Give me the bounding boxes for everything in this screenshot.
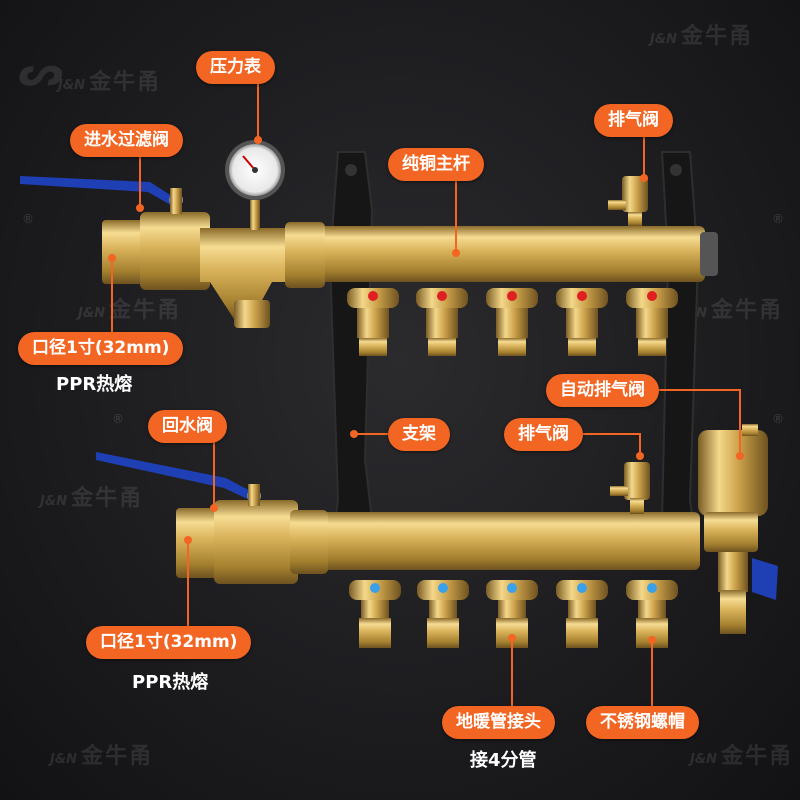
registered-mark: ® xyxy=(112,412,124,426)
handle-icon xyxy=(20,176,178,208)
top-outlets xyxy=(347,288,678,356)
registered-mark: ® xyxy=(772,212,784,226)
top-exhaust-valve xyxy=(608,176,648,226)
registered-mark: ® xyxy=(772,412,784,426)
label-pressure-gauge: 压力表 xyxy=(196,51,275,84)
label-bracket: 支架 xyxy=(388,418,450,451)
leader-dots xyxy=(108,136,744,644)
inlet-filter-valve xyxy=(20,140,325,328)
note-ppr-top: PPR热熔 xyxy=(56,374,133,395)
watermark-logo-icon: ᔕ xyxy=(18,49,64,95)
label-exhaust-valve-bottom: 排气阀 xyxy=(504,418,583,451)
label-exhaust-valve-top: 排气阀 xyxy=(594,104,673,137)
bottom-exhaust-valve xyxy=(610,462,650,514)
label-inlet-filter-valve: 进水过滤阀 xyxy=(70,124,183,157)
label-return-valve: 回水阀 xyxy=(148,410,227,443)
watermark: ᔕ xyxy=(18,52,63,92)
label-auto-exhaust-valve: 自动排气阀 xyxy=(546,374,659,407)
top-manifold xyxy=(300,226,718,282)
registered-mark: ® xyxy=(22,212,34,226)
label-copper-main-rod: 纯铜主杆 xyxy=(388,148,484,181)
label-diameter-bottom: 口径1寸(32mm) xyxy=(86,626,252,659)
label-floor-heating-connector: 地暖管接头 xyxy=(442,706,555,739)
note-ppr-bottom: PPR热熔 xyxy=(132,672,209,693)
auto-exhaust-valve xyxy=(698,424,778,634)
return-valve xyxy=(96,452,328,584)
handle-icon xyxy=(96,452,256,502)
label-stainless-nut: 不锈钢螺帽 xyxy=(586,706,699,739)
note-pipe-size: 接4分管 xyxy=(470,750,537,771)
bottom-manifold xyxy=(318,512,700,570)
label-diameter-top: 口径1寸(32mm) xyxy=(18,332,184,365)
drain-handle-icon xyxy=(752,558,778,600)
